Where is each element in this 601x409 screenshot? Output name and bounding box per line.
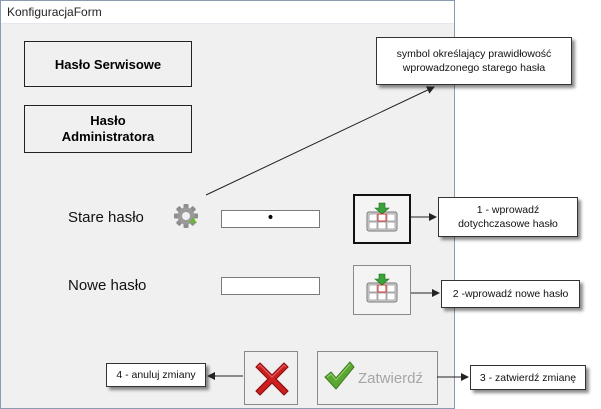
new-password-input[interactable] (221, 277, 320, 295)
callout-step1-line1: 1 - wprowadź (476, 204, 540, 216)
admin-password-label-line1: Hasło (90, 113, 126, 128)
enter-new-password-button[interactable] (353, 265, 411, 315)
callout-step4: 4 - anuluj zmiany (106, 363, 206, 387)
callout-step3: 3 - zatwierdź zmianę (470, 365, 586, 390)
enter-old-password-button[interactable] (353, 194, 411, 244)
keyboard-icon (365, 202, 399, 237)
callout-status-line2: wprowadzonego starego hasła (402, 62, 546, 74)
old-password-label: Stare hasło (68, 209, 144, 226)
old-password-value: • (266, 210, 275, 226)
cancel-button[interactable] (244, 351, 298, 405)
new-password-label: Nowe hasło (68, 277, 147, 294)
old-password-input[interactable]: • (221, 210, 320, 228)
callout-status-line1: symbol określający prawidłowość (396, 48, 552, 60)
confirm-button[interactable]: Zatwierdź (317, 351, 438, 405)
callout-status-symbol: symbol określający prawidłowość wprowadz… (376, 37, 572, 85)
red-x-icon (250, 357, 294, 406)
window-title: KonfiguracjaForm (7, 5, 102, 19)
title-bar: KonfiguracjaForm (1, 1, 454, 24)
service-password-label: Hasło Serwisowe (54, 56, 162, 72)
green-check-icon (322, 359, 356, 398)
callout-step4-text: 4 - anuluj zmiany (116, 369, 196, 381)
gear-icon (173, 203, 199, 229)
admin-password-button[interactable]: Hasło Administratora (24, 105, 192, 153)
callout-step3-text: 3 - zatwierdź zmianę (479, 371, 577, 384)
callout-step2: 2 -wprowadź nowe hasło (441, 280, 580, 308)
keyboard-icon (365, 273, 399, 308)
confirm-label: Zatwierdź (358, 369, 424, 387)
callout-step2-text: 2 -wprowadź nowe hasło (452, 288, 569, 300)
callout-step1: 1 - wprowadź dotychczasowe hasło (438, 197, 578, 237)
admin-password-label-line2: Administratora (61, 129, 155, 144)
service-password-button[interactable]: Hasło Serwisowe (24, 41, 192, 87)
callout-step1-line2: dotychczasowe hasło (458, 218, 558, 230)
